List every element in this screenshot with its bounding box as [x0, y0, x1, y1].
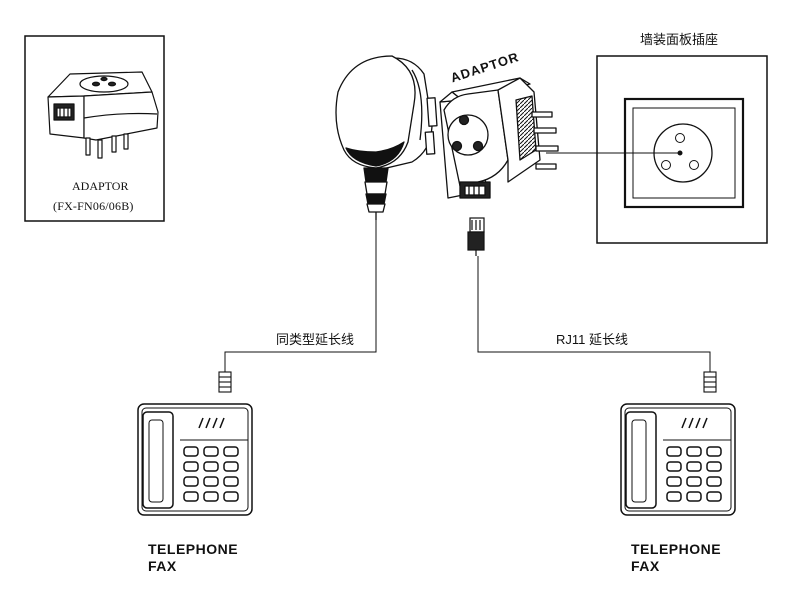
rj11-plug-right — [703, 371, 717, 393]
wall-socket-label: 墙装面板插座 — [640, 32, 719, 47]
phone-right-label: TELEPHONE FAX — [631, 541, 721, 575]
wall-socket-face — [653, 123, 713, 183]
phone-left-line2: FAX — [148, 558, 177, 574]
cable-right — [477, 256, 711, 372]
adaptor-inset — [24, 35, 165, 222]
cable-left — [224, 220, 377, 372]
cable-left-label: 同类型延长线 — [276, 332, 355, 347]
rj11-plug-left — [218, 371, 232, 393]
power-adaptor-icon — [335, 55, 438, 220]
telephone-left-icon — [137, 403, 253, 516]
phone-left-line1: TELEPHONE — [148, 541, 239, 557]
cable-right-label: RJ11 延长线 — [556, 332, 628, 347]
adaptor-3d-icon — [439, 77, 559, 199]
inset-adaptor-icon — [47, 71, 159, 159]
rj11-plug-top — [467, 217, 485, 256]
inset-adaptor-name: ADAPTOR — [72, 179, 129, 193]
phone-left-label: TELEPHONE FAX — [148, 541, 238, 575]
phone-right-line1: TELEPHONE — [631, 541, 722, 557]
telephone-right-icon — [620, 403, 736, 516]
inset-adaptor-model: (FX-FN06/06B) — [53, 199, 134, 213]
phone-right-line2: FAX — [631, 558, 660, 574]
